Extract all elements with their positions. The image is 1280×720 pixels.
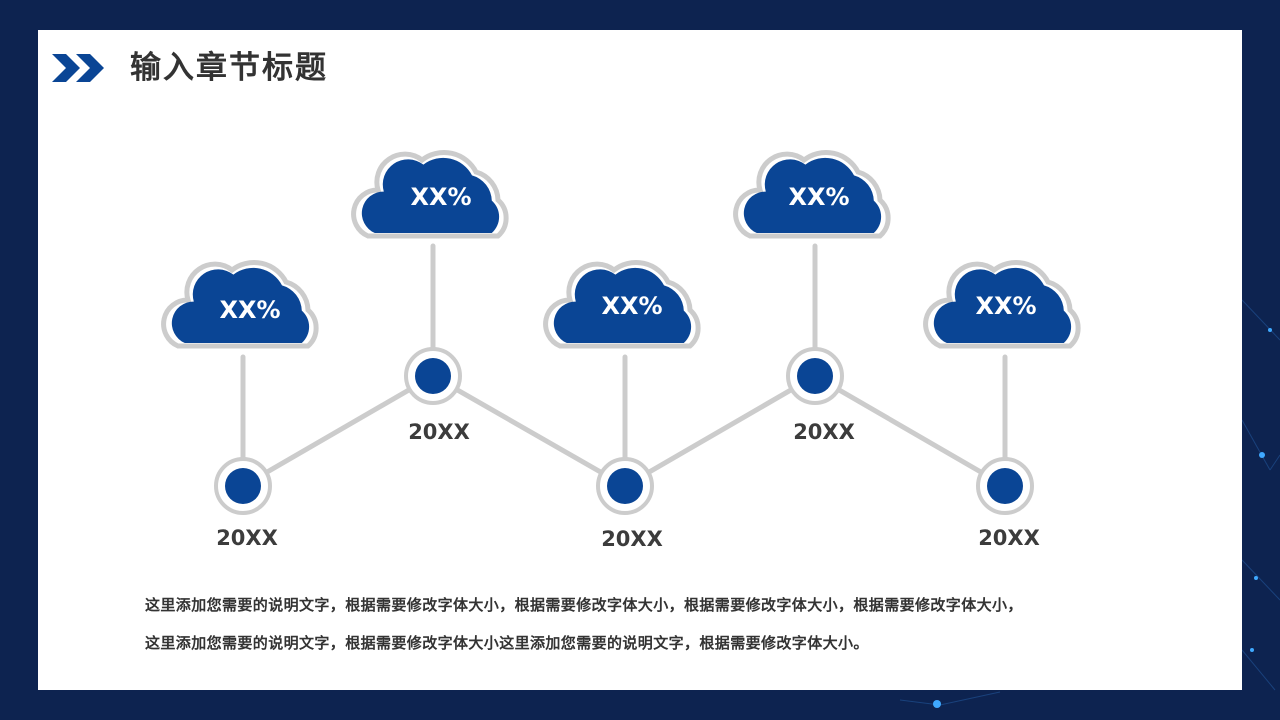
description-line-1: 这里添加您需要的说明文字，根据需要修改字体大小，根据需要修改字体大小，根据需要修… [145,596,1023,614]
milestone-year: 20XX [216,526,278,550]
timeline-node-dot [987,468,1023,504]
timeline-node-dot [797,358,833,394]
milestone-percent: XX% [219,296,280,324]
milestone-2: XX% 20XX [354,152,507,444]
milestone-4: XX% 20XX [736,152,889,444]
milestone-year: 20XX [793,420,855,444]
page-title: 输入章节标题 [130,50,328,86]
description-line-2: 这里添加您需要的说明文字，根据需要修改字体大小这里添加您需要的说明文字，根据需要… [145,634,869,652]
milestone-1: XX% 20XX [164,262,317,550]
double-chevron-icon [52,54,104,82]
description-text: 这里添加您需要的说明文字，根据需要修改字体大小，根据需要修改字体大小，根据需要修… [145,586,1205,662]
milestone-percent: XX% [788,183,849,211]
timeline-diagram: XX% 20XX XX% 20XX XX% 20XX [38,30,1242,551]
timeline-node-dot [225,468,261,504]
slide-card: 输入章节标题 XX% 20XX [38,30,1242,690]
milestone-percent: XX% [975,292,1036,320]
milestone-3: XX% 20XX [546,262,699,551]
milestone-year: 20XX [978,526,1040,550]
milestone-percent: XX% [410,183,471,211]
timeline-node-dot [607,468,643,504]
milestone-year: 20XX [601,527,663,551]
timeline-node-dot [415,358,451,394]
milestone-5: XX% 20XX [926,262,1079,550]
milestone-year: 20XX [408,420,470,444]
milestone-percent: XX% [601,292,662,320]
